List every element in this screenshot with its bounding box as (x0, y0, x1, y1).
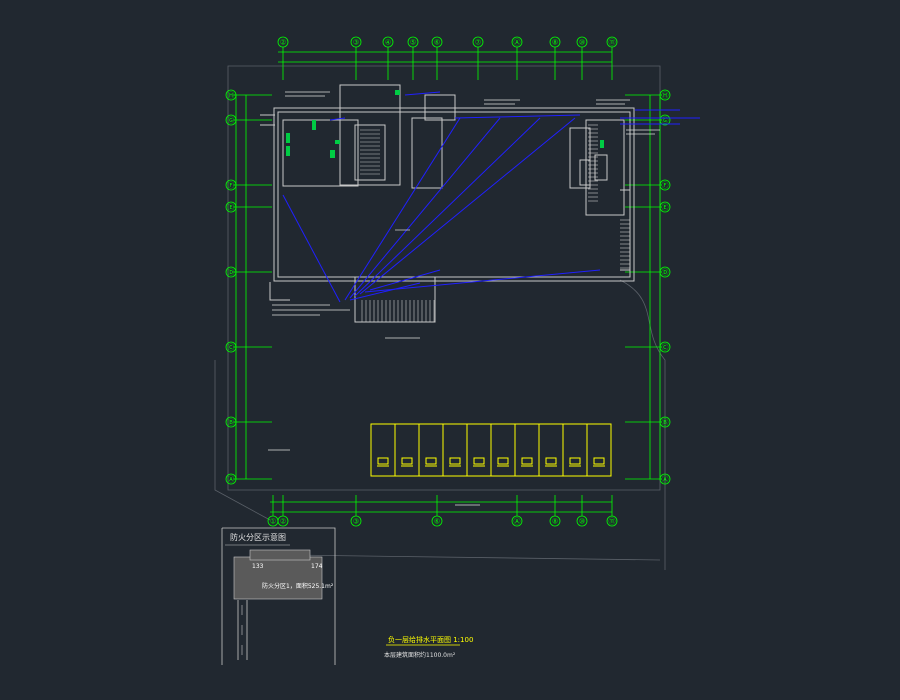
axis-bubble-bottom-5: ⑧ (549, 515, 561, 527)
annotation-marks (268, 91, 660, 506)
drawing-subtitle: 本层建筑面积约1100.0m² (384, 651, 456, 659)
axis-bubble-right-7: Ⓐ (659, 473, 671, 485)
axis-bubble-right-0: Ⓗ (659, 89, 671, 101)
svg-text:⑤: ⑤ (410, 39, 416, 47)
inset-title: 防火分区示意图 (230, 532, 286, 542)
fixtures (286, 90, 604, 158)
axis-bubble-left-2: Ⓕ (225, 179, 237, 191)
svg-text:⑧: ⑧ (552, 518, 558, 526)
parking-space (449, 457, 461, 467)
svg-text:②: ② (280, 518, 286, 526)
axis-bubble-top-8: ⑩ (576, 36, 588, 48)
svg-text:Ⓖ: Ⓖ (228, 117, 235, 125)
svg-text:⑪: ⑪ (609, 518, 616, 526)
svg-text:Ⓔ: Ⓔ (228, 204, 235, 212)
svg-text:Ⓑ: Ⓑ (228, 419, 235, 427)
inset-zone-text: 防火分区1，面积525.1m² (262, 582, 334, 590)
svg-text:Ⓔ: Ⓔ (662, 204, 669, 212)
drain-pipes (282, 91, 700, 303)
parking-space (545, 457, 557, 467)
axis-bubble-top-1: ③ (350, 36, 362, 48)
parking-space (473, 457, 485, 467)
svg-text:Ⓕ: Ⓕ (228, 182, 235, 190)
axis-bubble-bottom-6: ⑩ (576, 515, 588, 527)
site-boundary (214, 65, 666, 570)
svg-text:Ⓒ: Ⓒ (662, 344, 669, 352)
axis-bubble-bottom-1: ② (277, 515, 289, 527)
svg-text:Ⓐ: Ⓐ (228, 476, 235, 484)
svg-text:⑩: ⑩ (579, 39, 585, 47)
parking-area (370, 423, 612, 477)
axis-bubble-top-7: ⑧ (549, 36, 561, 48)
axis-bubble-top-9: ⑪ (606, 36, 618, 48)
axis-bubble-top-2: ④ (382, 36, 394, 48)
axis-bubble-right-3: Ⓔ (659, 201, 671, 213)
svg-text:⑩: ⑩ (579, 518, 585, 526)
svg-text:Ⓗ: Ⓗ (662, 92, 669, 100)
svg-text:⑦: ⑦ (475, 39, 481, 47)
axis-bubble-top-4: ⑥ (431, 36, 443, 48)
axis-bubble-bottom-4: Ⓐ (511, 515, 523, 527)
svg-text:⑧: ⑧ (552, 39, 558, 47)
svg-text:③: ③ (353, 518, 359, 526)
axis-bubble-right-5: Ⓒ (659, 341, 671, 353)
svg-text:Ⓑ: Ⓑ (662, 419, 669, 427)
drawing-title: 负一层给排水平面图 1:100 (388, 635, 473, 644)
svg-text:①: ① (270, 518, 276, 526)
axis-bubble-top-0: ② (277, 36, 289, 48)
svg-text:④: ④ (385, 39, 391, 47)
axis-bubble-left-6: Ⓑ (225, 416, 237, 428)
svg-text:⑥: ⑥ (434, 518, 440, 526)
axis-bubble-top-5: ⑦ (472, 36, 484, 48)
svg-text:Ⓒ: Ⓒ (228, 344, 235, 352)
svg-text:Ⓗ: Ⓗ (228, 92, 235, 100)
svg-text:Ⓖ: Ⓖ (662, 117, 669, 125)
axis-bubble-left-1: Ⓖ (225, 114, 237, 126)
axis-bubble-bottom-2: ③ (350, 515, 362, 527)
svg-text:Ⓐ: Ⓐ (514, 39, 521, 47)
svg-text:⑥: ⑥ (434, 39, 440, 47)
svg-text:Ⓓ: Ⓓ (662, 269, 669, 277)
stair-hatching (360, 124, 630, 322)
parking-space (425, 457, 437, 467)
svg-text:Ⓓ: Ⓓ (228, 269, 235, 277)
svg-text:②: ② (280, 39, 286, 47)
axis-bubble-top-3: ⑤ (407, 36, 419, 48)
parking-space (521, 457, 533, 467)
svg-text:Ⓐ: Ⓐ (514, 518, 521, 526)
inset-label-left: 133 (252, 563, 264, 570)
axis-bubble-left-7: Ⓐ (225, 473, 237, 485)
svg-text:Ⓐ: Ⓐ (662, 476, 669, 484)
axis-bubble-left-3: Ⓔ (225, 201, 237, 213)
parking-space (401, 457, 413, 467)
parking-space (593, 457, 605, 467)
axis-bubble-left-5: Ⓒ (225, 341, 237, 353)
axis-bubble-right-2: Ⓕ (659, 179, 671, 191)
svg-text:③: ③ (353, 39, 359, 47)
axis-bubble-bottom-7: ⑪ (606, 515, 618, 527)
fire-zone-block (233, 556, 323, 600)
svg-text:⑪: ⑪ (609, 39, 616, 47)
fire-zone-inset: 防火分区示意图 133 174 防火分区1，面积525.1m² (221, 527, 336, 665)
axis-bubble-right-6: Ⓑ (659, 416, 671, 428)
svg-text:Ⓕ: Ⓕ (662, 182, 669, 190)
axis-bubble-right-1: Ⓖ (659, 114, 671, 126)
building-walls (260, 84, 635, 323)
axis-bubble-right-4: Ⓓ (659, 266, 671, 278)
inset-label-right: 174 (311, 563, 323, 570)
axis-bubble-bottom-3: ⑥ (431, 515, 443, 527)
grid-lines (233, 47, 662, 516)
axis-bubble-top-6: Ⓐ (511, 36, 523, 48)
parking-space (497, 457, 509, 467)
parking-space (377, 457, 389, 467)
parking-space (569, 457, 581, 467)
axis-bubble-left-4: Ⓓ (225, 266, 237, 278)
axis-bubble-left-0: Ⓗ (225, 89, 237, 101)
